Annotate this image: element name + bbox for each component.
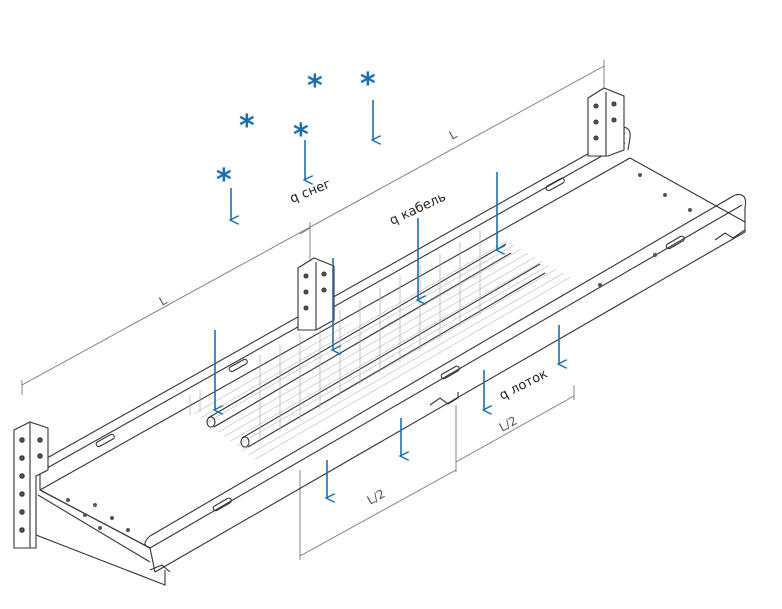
span-dimension-line — [21, 65, 605, 386]
load-arrows — [215, 100, 559, 498]
snowflake-icon: * — [307, 69, 323, 104]
cable-tray — [35, 126, 747, 586]
half-span-label-right: L/2 — [497, 413, 520, 434]
snowflake-icon: * — [239, 109, 255, 144]
supports — [13, 87, 746, 573]
back-wall-slots — [95, 177, 565, 448]
clip-left — [149, 564, 171, 573]
span-label-top: L — [447, 127, 460, 143]
cable-1 — [206, 243, 512, 428]
snowflake-icon: * — [216, 163, 232, 198]
floor-holes — [66, 173, 692, 532]
support-left — [13, 421, 49, 549]
wall-hatch — [189, 230, 481, 440]
snow-load-label: q снег — [288, 177, 334, 207]
half-span-label-bottom: L/2 — [365, 486, 388, 507]
snow-symbols: * * * * * — [216, 67, 376, 198]
half-span-dimension-line — [299, 469, 457, 557]
support-right — [587, 87, 625, 157]
span-label-left: L — [157, 293, 170, 309]
support-middle — [297, 257, 335, 331]
dimension-lines — [21, 60, 605, 560]
cable-bundle-hatch — [190, 240, 575, 460]
snowflake-icon: * — [293, 118, 309, 153]
tray-load-label: q лоток — [497, 367, 550, 404]
clip-right — [714, 229, 746, 241]
cables — [206, 243, 546, 448]
snowflake-icon: * — [360, 67, 376, 102]
clip-middle — [429, 392, 459, 406]
front-wall-slots — [212, 235, 685, 512]
cable-2 — [240, 263, 546, 448]
